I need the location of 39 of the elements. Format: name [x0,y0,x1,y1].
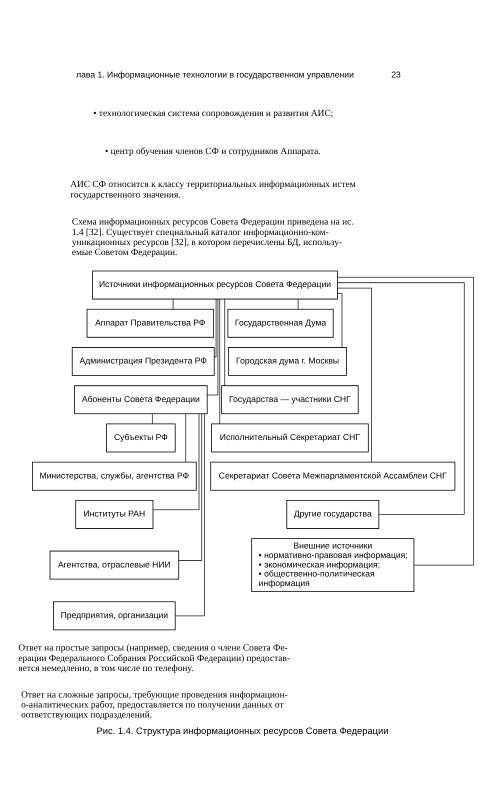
connector [172,298,174,310]
node-box: Аппарат Правительства РФ [86,308,214,338]
connector [174,413,205,616]
node-box: Предприятия, организации [53,600,176,630]
label: 23 [391,68,401,79]
label: АИС СФ относится к классу территориальных информационных истем государственного значения. [70,180,356,200]
label: • технологическая система сопровождения и развития АИС; [93,108,334,118]
connector [337,287,372,462]
connector [206,298,218,395]
connector [214,298,216,357]
label: Схема информационных ресурсов Совета Федерации приведена на ис. 1.4 [32]. Существует специальный каталог информационно-ком- уникационных ресурсов [32], в котором перечислены БД, использу- емые Советом Федерации. [72,217,354,258]
node-box: Субъекты РФ [106,423,176,452]
connector [185,413,186,462]
node-box: Государства — участники СНГ [221,384,359,414]
connector [219,298,220,424]
node-box: Секретариат Совета Межпарламентской Ассамблеи СНГ [210,461,456,490]
node-box: Внешние источники • нормативно-правовая информация; • экономическая информация; • общественно-политическая информация [251,538,414,592]
connector [337,276,474,565]
connector [337,292,342,348]
node-box: Городская дума г. Москвы [228,346,347,376]
node-box: Администрация Президента РФ [72,346,215,376]
connector [178,413,202,560]
connector [152,412,200,510]
node-box: Институты РАН [75,499,154,528]
connector [224,298,226,386]
connector [152,413,153,424]
node-box: Агентства, отраслевые НИИ [50,550,180,580]
node-box: Министерства, службы, агентства РФ [32,461,197,490]
node-box: Абоненты Совета Федерации [74,384,208,414]
label: Ответ на сложные запросы, требующие проведения информацион- о-аналитических работ, предоставляется по получении данных от оответствующих подразделений. [21,690,288,720]
node-box: Источники информационных ресурсов Совета Федерации [92,270,338,299]
node-box: Другие государства [286,499,380,528]
node-box: Исполнительный Секретариат СНГ [211,423,369,452]
label: Ответ на простые запросы (например, сведения о члене Совета Фе- ерации Федерального Собрания Российской Федерации) предостав- яется немедленно, в том числе по телефону. [18,643,290,674]
node-box: Государственная Дума [227,308,334,338]
caption: Рис. 1.4. Структура информационных ресурсов Совета Федерации [96,726,389,736]
label: • центр обучения членов СФ и сотрудников Аппарата. [104,146,321,157]
label: лава 1. Информационные технологии в государственном управлении [76,68,354,79]
connector [337,282,465,514]
